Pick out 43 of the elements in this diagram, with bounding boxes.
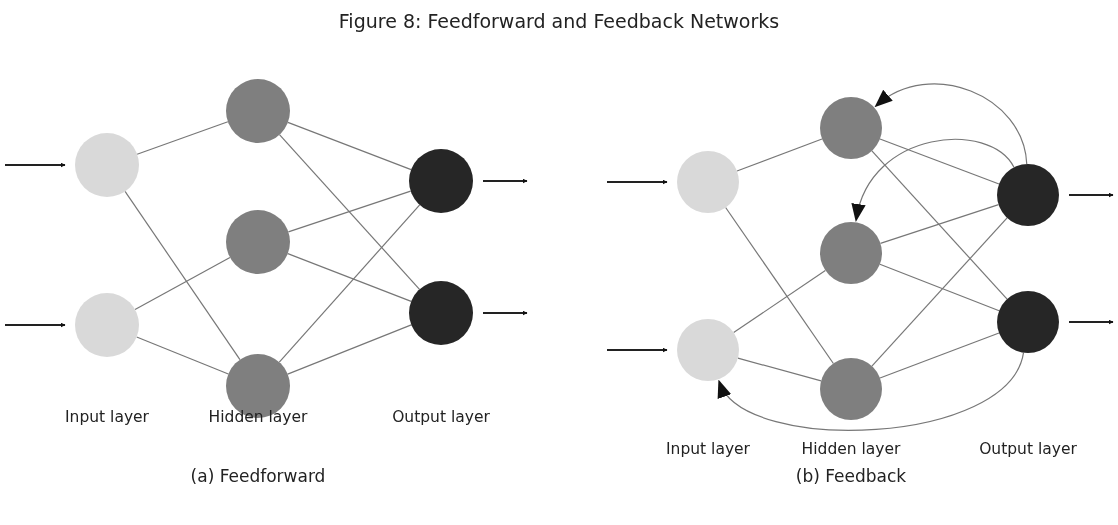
- neuron-circle: [820, 97, 882, 159]
- arrow: [1068, 192, 1114, 198]
- arrow: [4, 162, 66, 168]
- connector-line: [879, 204, 1000, 244]
- subfigure-caption: (b) Feedback: [795, 466, 907, 486]
- arrow: [482, 178, 528, 184]
- connector-line: [871, 150, 1008, 300]
- connector-line: [136, 121, 229, 155]
- layer-label: Input layer: [65, 408, 149, 426]
- layer-label: Output layer: [979, 440, 1077, 458]
- connector-line: [725, 206, 834, 365]
- layer-label: Hidden layer: [208, 408, 308, 426]
- connector-line: [287, 121, 412, 171]
- connector-line: [136, 336, 229, 375]
- subfigure-caption: (a) Feedforward: [190, 466, 326, 486]
- neuron-circle: [409, 281, 473, 345]
- connector-line: [733, 269, 826, 334]
- arrow: [482, 310, 528, 316]
- neuron-circle: [997, 164, 1059, 226]
- arrow: [606, 179, 668, 185]
- figure-title: Figure 8: Feedforward and Feedback Networks: [337, 10, 781, 32]
- connector-line: [278, 134, 421, 290]
- connector-line: [879, 263, 1000, 312]
- layer-label: Input layer: [666, 440, 750, 458]
- connector-line: [736, 138, 823, 172]
- connector-line: [879, 332, 1000, 379]
- layer-label: Hidden layer: [801, 440, 901, 458]
- arrow: [874, 83, 1028, 165]
- connector-line: [879, 138, 1000, 185]
- connector-line: [124, 190, 241, 361]
- connector-line: [287, 190, 412, 233]
- connector-line: [134, 256, 231, 311]
- connector-line: [871, 217, 1008, 367]
- arrow: [606, 347, 668, 353]
- arrow: [1068, 319, 1114, 325]
- connector-line: [737, 357, 822, 382]
- connector-line: [287, 252, 412, 303]
- layer-label: Output layer: [392, 408, 490, 426]
- arrow: [853, 138, 1015, 222]
- connector-line: [278, 204, 421, 363]
- connector-line: [287, 324, 412, 375]
- arrow: [717, 352, 1025, 431]
- arrow: [4, 322, 66, 328]
